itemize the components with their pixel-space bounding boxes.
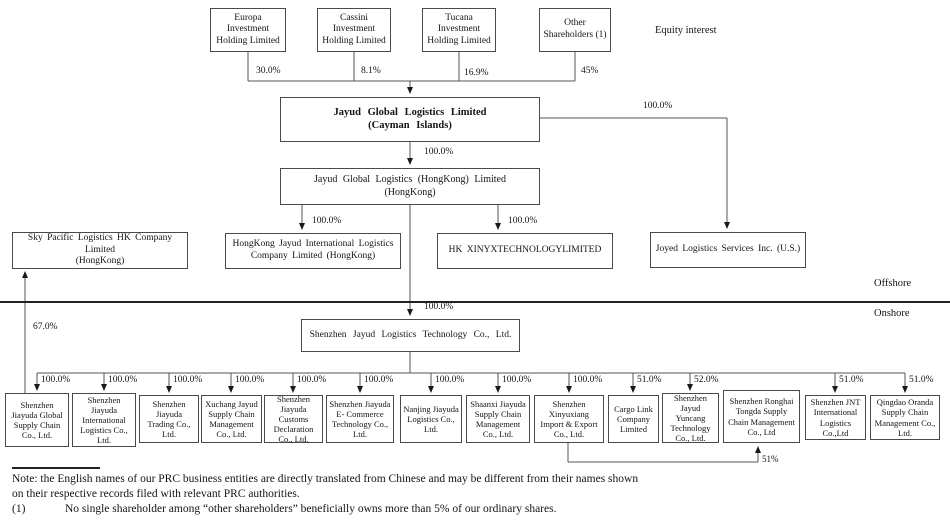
- node-label: Shenzhen Xinyuxiang Import & Export Co.,…: [540, 398, 598, 440]
- node-cassini: Cassini Investment Holding Limited: [317, 8, 391, 52]
- footnote-marker: (1): [12, 503, 26, 515]
- subsidiary-pct: 100.0%: [235, 375, 265, 385]
- node-joyed: Joyed Logistics Services Inc. (U.S.): [650, 232, 806, 268]
- subsidiary-node: Shenzhen Jiayuda Trading Co., Ltd.: [139, 395, 199, 443]
- subsidiary-pct: 100.0%: [502, 375, 532, 385]
- pct-other: 45%: [581, 66, 599, 76]
- node-label: Shenzhen Jayud Logistics Technology Co.,…: [309, 329, 512, 340]
- node-europa: Europa Investment Holding Limited: [210, 8, 286, 52]
- node-hongkong-jayud-intl: HongKong Jayud International Logistics C…: [225, 233, 401, 269]
- node-label: Jayud Global Logistics Limited: [333, 106, 487, 118]
- subsidiary-pct: 100.0%: [173, 375, 203, 385]
- footnote-text: No single shareholder among “other share…: [65, 503, 557, 515]
- node-jayud-cayman: Jayud Global Logistics Limited (Cayman I…: [280, 97, 540, 142]
- pct-xinyx: 100.0%: [508, 216, 538, 226]
- pct-tucana: 16.9%: [464, 68, 489, 78]
- node-tucana: Tucana Investment Holding Limited: [422, 8, 496, 52]
- subsidiary-node: Shenzhen Xinyuxiang Import & Export Co.,…: [534, 395, 604, 443]
- subsidiary-pct: 100.0%: [573, 375, 603, 385]
- subsidiary-pct: 51.0%: [637, 375, 662, 385]
- node-label: Sky Pacific Logistics HK Company Limited: [27, 233, 173, 255]
- node-label: Shenzhen Jiayuda E- Commerce Technology …: [329, 398, 391, 440]
- node-label: Shenzhen JNT International Logistics Co.…: [810, 397, 861, 438]
- node-label: Tucana Investment Holding Limited: [427, 12, 491, 46]
- node-label: Jayud Global Logistics (HongKong) Limite…: [314, 174, 506, 186]
- subsidiary-node: Shenzhen Jiayuda E- Commerce Technology …: [326, 395, 394, 443]
- node-label: Joyed Logistics Services Inc. (U.S.): [655, 244, 801, 255]
- subsidiary-pct: 100.0%: [297, 375, 327, 385]
- equity-interest-label: Equity interest: [655, 25, 717, 36]
- subsidiary-node: Cargo Link Company Limited: [608, 395, 659, 443]
- node-label: Shaanxi Jiayuda Supply Chain Management …: [470, 398, 526, 440]
- pct-tech: 100.0%: [424, 302, 454, 312]
- subsidiary-node: Shenzhen Ronghai Tongda Supply Chain Man…: [723, 390, 800, 443]
- subsidiary-node: Shaanxi Jiayuda Supply Chain Management …: [466, 395, 530, 443]
- node-label: HK XINYXTECHNOLOGYLIMITED: [448, 245, 602, 256]
- node-label: Shenzhen Jiayuda Trading Co., Ltd.: [147, 398, 191, 440]
- node-location: (Cayman Islands): [368, 119, 452, 131]
- node-shenzhen-jayud-tech: Shenzhen Jayud Logistics Technology Co.,…: [301, 319, 520, 352]
- node-jayud-hongkong: Jayud Global Logistics (HongKong) Limite…: [280, 168, 540, 205]
- subsidiary-node: Shenzhen Jiayuda Customs Declaration Co.…: [264, 393, 323, 445]
- node-label: Shenzhen Jayud Yuncang Technology Co., L…: [670, 392, 711, 444]
- onshore-label: Onshore: [874, 308, 910, 319]
- note-line-1: Note: the English names of our PRC busin…: [12, 473, 639, 485]
- pct-cassini: 8.1%: [361, 66, 381, 76]
- subsidiary-pct: 100.0%: [41, 375, 71, 385]
- subsidiary-pct: 51.0%: [839, 375, 864, 385]
- subsidiary-node: Shenzhen Jiayuda International Logistics…: [72, 393, 136, 447]
- node-location: (HongKong): [384, 186, 436, 198]
- note-line-2: on their respective records filed with r…: [12, 488, 300, 500]
- node-label: Xuchang Jayud Supply Chain Management Co…: [205, 398, 258, 440]
- node-label: Shenzhen Jiayuda Customs Declaration Co.…: [273, 393, 314, 445]
- node-label: Other Shareholders (1): [543, 18, 607, 40]
- node-hk-xinyx: HK XINYXTECHNOLOGYLIMITED: [437, 233, 613, 269]
- node-label: Europa Investment Holding Limited: [216, 12, 280, 46]
- subsidiary-node: Shenzhen JNT International Logistics Co.…: [805, 395, 866, 440]
- pct-cayman-hk: 100.0%: [424, 147, 454, 157]
- pct-hkjayud: 100.0%: [312, 216, 342, 226]
- subsidiary-node: Shenzhen Jayud Yuncang Technology Co., L…: [662, 393, 719, 443]
- pct-ronghai: 51%: [762, 454, 779, 464]
- pct-joyed: 100.0%: [643, 101, 673, 111]
- node-other-shareholders: Other Shareholders (1): [539, 8, 611, 52]
- node-label: Shenzhen Jiayuda International Logistics…: [80, 394, 128, 446]
- subsidiary-pct: 100.0%: [435, 375, 465, 385]
- pct-sky-pacific: 67.0%: [33, 322, 58, 332]
- subsidiary-pct: 51.0%: [909, 375, 934, 385]
- offshore-label: Offshore: [874, 278, 912, 289]
- node-location: (HongKong): [75, 256, 125, 267]
- node-label: Cargo Link Company Limited: [614, 403, 653, 435]
- node-label: Cassini Investment Holding Limited: [322, 12, 386, 46]
- subsidiary-pct: 100.0%: [364, 375, 394, 385]
- subsidiary-node: Shenzhen Jiayuda Global Supply Chain Co.…: [5, 393, 69, 447]
- node-label: Qingdao Oranda Supply Chain Management C…: [874, 397, 936, 438]
- subsidiary-pct: 100.0%: [108, 375, 138, 385]
- subsidiary-node: Nanjing Jiayuda Logistics Co., Ltd.: [400, 395, 462, 443]
- node-label: Shenzhen Jiayuda Global Supply Chain Co.…: [11, 399, 63, 441]
- node-sky-pacific: Sky Pacific Logistics HK Company Limited…: [12, 232, 188, 269]
- subsidiary-node: Qingdao Oranda Supply Chain Management C…: [870, 395, 940, 440]
- node-label: Shenzhen Ronghai Tongda Supply Chain Man…: [728, 396, 795, 437]
- subsidiary-node: Xuchang Jayud Supply Chain Management Co…: [201, 395, 262, 443]
- node-label: Nanjing Jiayuda Logistics Co., Ltd.: [403, 403, 459, 435]
- pct-europa: 30.0%: [256, 66, 281, 76]
- node-label: HongKong Jayud International Logistics C…: [232, 239, 394, 261]
- subsidiary-pct: 52.0%: [694, 375, 719, 385]
